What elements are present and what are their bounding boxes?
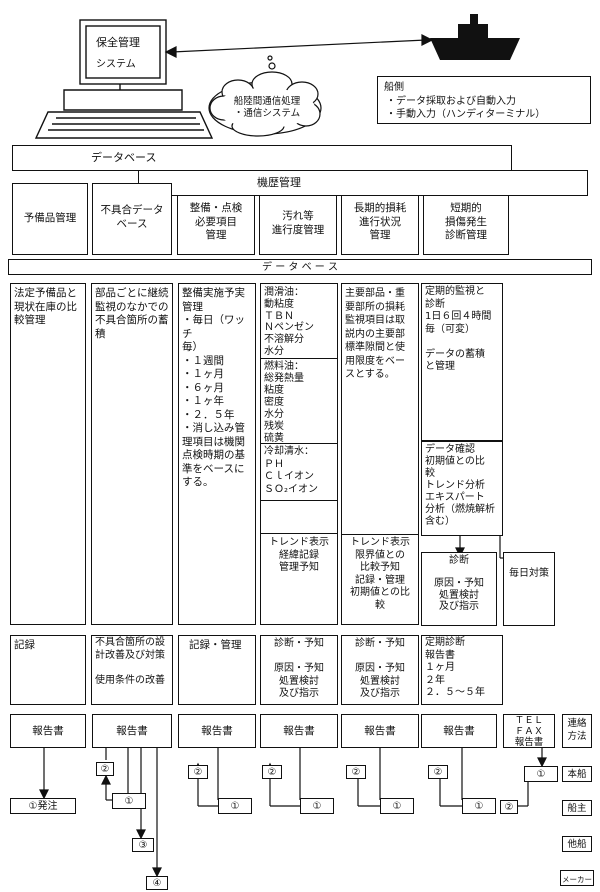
database-bar: デ ー タ ベ ー ス xyxy=(8,259,592,275)
col3-marker-2: ② xyxy=(188,765,208,779)
col4-lube-box: 潤滑油： 動粘度 ＴＢＮ Ｎペンゼン 不溶解分 水分 xyxy=(260,283,338,359)
col2-marker-2: ② xyxy=(96,762,114,776)
col6-marker-1: ① xyxy=(462,798,496,814)
comm-marker-2: ② xyxy=(500,800,518,814)
maintenance-system: 保全管理 システム xyxy=(86,26,160,78)
history-header: 機歴管理 xyxy=(138,170,588,196)
col5-diagnosis: 診断・予知 原因・予知 処置検討 及び指示 xyxy=(341,635,419,705)
col3-report: 報告書 xyxy=(178,714,256,748)
col3-title: 整備・点検 必要項目 管理 xyxy=(177,195,255,255)
database-label: データベース xyxy=(91,151,157,164)
col1-record: 記録 xyxy=(10,635,86,705)
col4-trend: トレンド表示 経緯記録 管理予知 xyxy=(260,533,338,625)
col6-periodic-report: 定期診断 報告書 １ヶ月 ２年 ２．５〜５年 xyxy=(421,635,503,705)
col2-report: 報告書 xyxy=(92,714,172,748)
col5-title: 長期的損耗 進行状況 管理 xyxy=(341,195,419,255)
col2-marker-4: ④ xyxy=(146,876,168,890)
computer-icon xyxy=(34,19,214,139)
col4-diagnosis: 診断・予知 原因・予知 処置検討 及び指示 xyxy=(260,635,338,705)
cloud-icon xyxy=(208,55,322,137)
col6-marker-2: ② xyxy=(428,765,448,779)
col4-cool-box: 冷却清水： ＰＨ Ｃｌイオン ＳＯ₂イオン xyxy=(260,443,338,501)
comm-marker-1: ① xyxy=(524,766,558,782)
ship-side-items: ・データ採取および自動入力 ・手動入力（ハンディターミナル） xyxy=(386,96,546,120)
col6-comm-methods: ＴＥＬ ＦＡＸ 報告書 xyxy=(503,714,555,748)
col6-analysis: データ確認 初期値との比 較 トレンド分析 エキスパート 分析（燃焼解析 含む） xyxy=(421,441,503,536)
col1-title: 予備品管理 xyxy=(12,183,88,255)
col6-daily-measures: 毎日対策 xyxy=(503,552,555,626)
col1-order-box: ①発注 xyxy=(10,798,76,814)
col3-record-manage: 記録・管理 xyxy=(178,635,256,705)
legend-maker: メーカー xyxy=(560,870,594,886)
cloud-label: 船陸間通信処理 ・通信システム xyxy=(233,96,301,119)
col4-report: 報告書 xyxy=(260,714,338,748)
col5-marker-2: ② xyxy=(346,765,366,779)
ship-side-title: 船側 xyxy=(384,82,404,93)
col4-title: 汚れ等 進行度管理 xyxy=(259,195,337,255)
col5-detail: 主要部品・重 要部所の損耗 監視項目は取 説内の主要部 標準隙間と使 用限度をベ… xyxy=(341,283,419,535)
col2-title: 不具合データ ベース xyxy=(92,183,172,255)
col5-marker-1: ① xyxy=(380,798,414,814)
col1-report: 報告書 xyxy=(10,714,86,748)
legend-ship: 本船 xyxy=(562,766,592,782)
legend-other-ship: 他船 xyxy=(562,836,592,852)
database-header: データベース xyxy=(12,145,512,171)
legend-owner: 船主 xyxy=(562,800,592,816)
col5-report: 報告書 xyxy=(341,714,419,748)
col2-improvement: 不具合箇所の設 計改善及び対策 使用条件の改善 xyxy=(91,635,173,705)
system-subtitle: システム xyxy=(96,59,136,70)
col3-marker-1: ① xyxy=(218,798,252,814)
col1-detail: 法定予備品と 現状在庫の比 較管理 xyxy=(10,283,86,625)
col4-marker-1: ① xyxy=(300,798,334,814)
ship-side-box: 船側 ・データ採取および自動入力 ・手動入力（ハンディターミナル） xyxy=(377,76,591,124)
legend-contact: 連絡 方法 xyxy=(562,714,592,748)
history-label: 機歴管理 xyxy=(257,176,301,189)
col2-marker-1: ① xyxy=(112,793,146,809)
ship-icon xyxy=(430,14,520,60)
col6-title: 短期的 損傷発生 診断管理 xyxy=(423,195,509,255)
col3-detail: 整備実施予実 管理 ・毎日（ワッチ 毎） ・１週間 ・１ヶ月 ・６ヶ月 ・１ヶ年… xyxy=(178,283,256,625)
col6-diagnosis: 診断 原因・予知 処置検討 及び指示 xyxy=(421,552,497,626)
database-bar-label: デ ー タ ベ ー ス xyxy=(262,262,338,273)
col4-marker-2: ② xyxy=(262,765,282,779)
col5-trend: トレンド表示 限界値との 比較予知 記録・管理 初期値との比 較 xyxy=(341,534,419,625)
col4-fuel-box: 燃料油： 総発熱量 粘度 密度 水分 残炭 硫黄 xyxy=(260,358,338,444)
col6-report: 報告書 xyxy=(421,714,497,748)
col2-detail: 部品ごとに継続 監視のなかでの 不具合箇所の蓄 積 xyxy=(91,283,173,625)
col2-marker-3: ③ xyxy=(132,838,154,852)
col4-empty xyxy=(260,500,338,534)
system-title: 保全管理 xyxy=(96,36,140,49)
col6-detail: 定期的監視と 診断 1日６回４時間 毎（可変） データの蓄積 と管理 xyxy=(421,283,503,441)
